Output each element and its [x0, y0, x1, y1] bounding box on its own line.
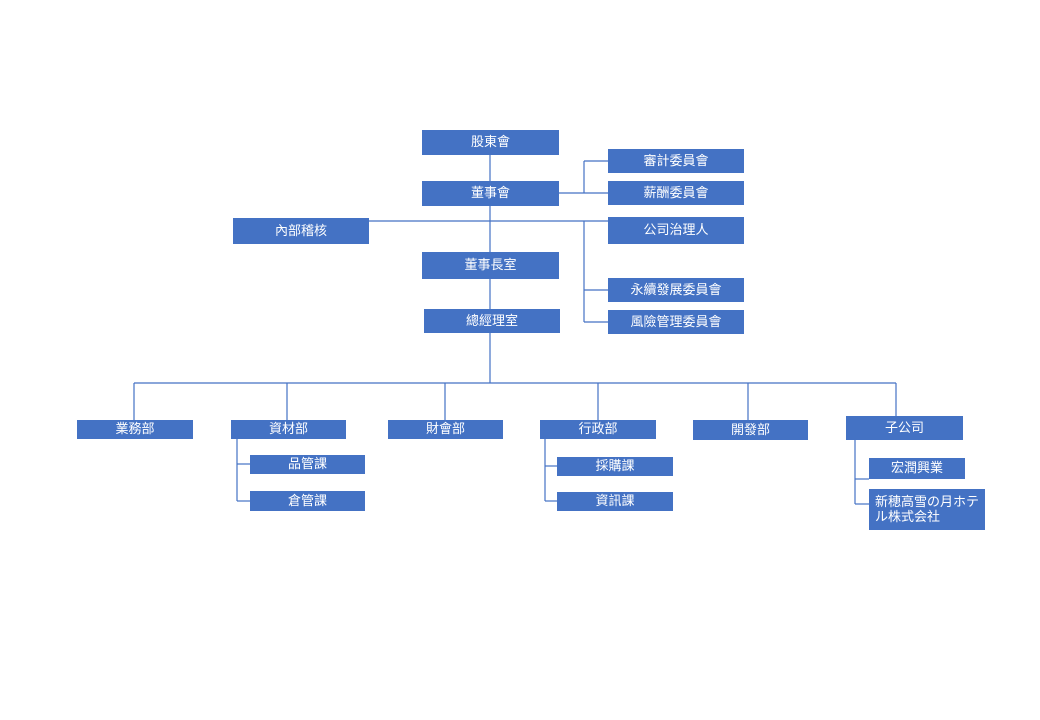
chairman-office-box: 董事長室 — [422, 252, 559, 279]
quality-unit-box: 品管課 — [250, 455, 365, 474]
sustainability-committee-box: 永續發展委員會 — [608, 278, 744, 302]
procurement-unit-box: 採購課 — [557, 457, 673, 476]
subsidiaries-box: 子公司 — [846, 416, 963, 440]
shareholders-box: 股東會 — [422, 130, 559, 155]
board-box: 董事會 — [422, 181, 559, 206]
president-office-box: 總經理室 — [424, 309, 560, 333]
materials-department-box: 資材部 — [231, 420, 346, 439]
compensation-committee-box: 薪酬委員會 — [608, 181, 744, 205]
audit-committee-box: 審計委員會 — [608, 149, 744, 173]
subsidiary-second-box: 新穂高雪の月ホテル株式会社 — [869, 489, 985, 530]
subsidiary-first-box: 宏潤興業 — [869, 458, 965, 479]
risk-committee-box: 風險管理委員會 — [608, 310, 744, 334]
warehouse-unit-box: 倉管課 — [250, 491, 365, 511]
information-unit-box: 資訊課 — [557, 492, 673, 511]
development-department-box: 開發部 — [693, 420, 808, 440]
internal-audit-box: 內部稽核 — [233, 218, 369, 244]
finance-department-box: 財會部 — [388, 420, 503, 439]
sales-department-box: 業務部 — [77, 420, 193, 439]
administration-department-box: 行政部 — [540, 420, 656, 439]
governance-officer-box: 公司治理人 — [608, 217, 744, 244]
